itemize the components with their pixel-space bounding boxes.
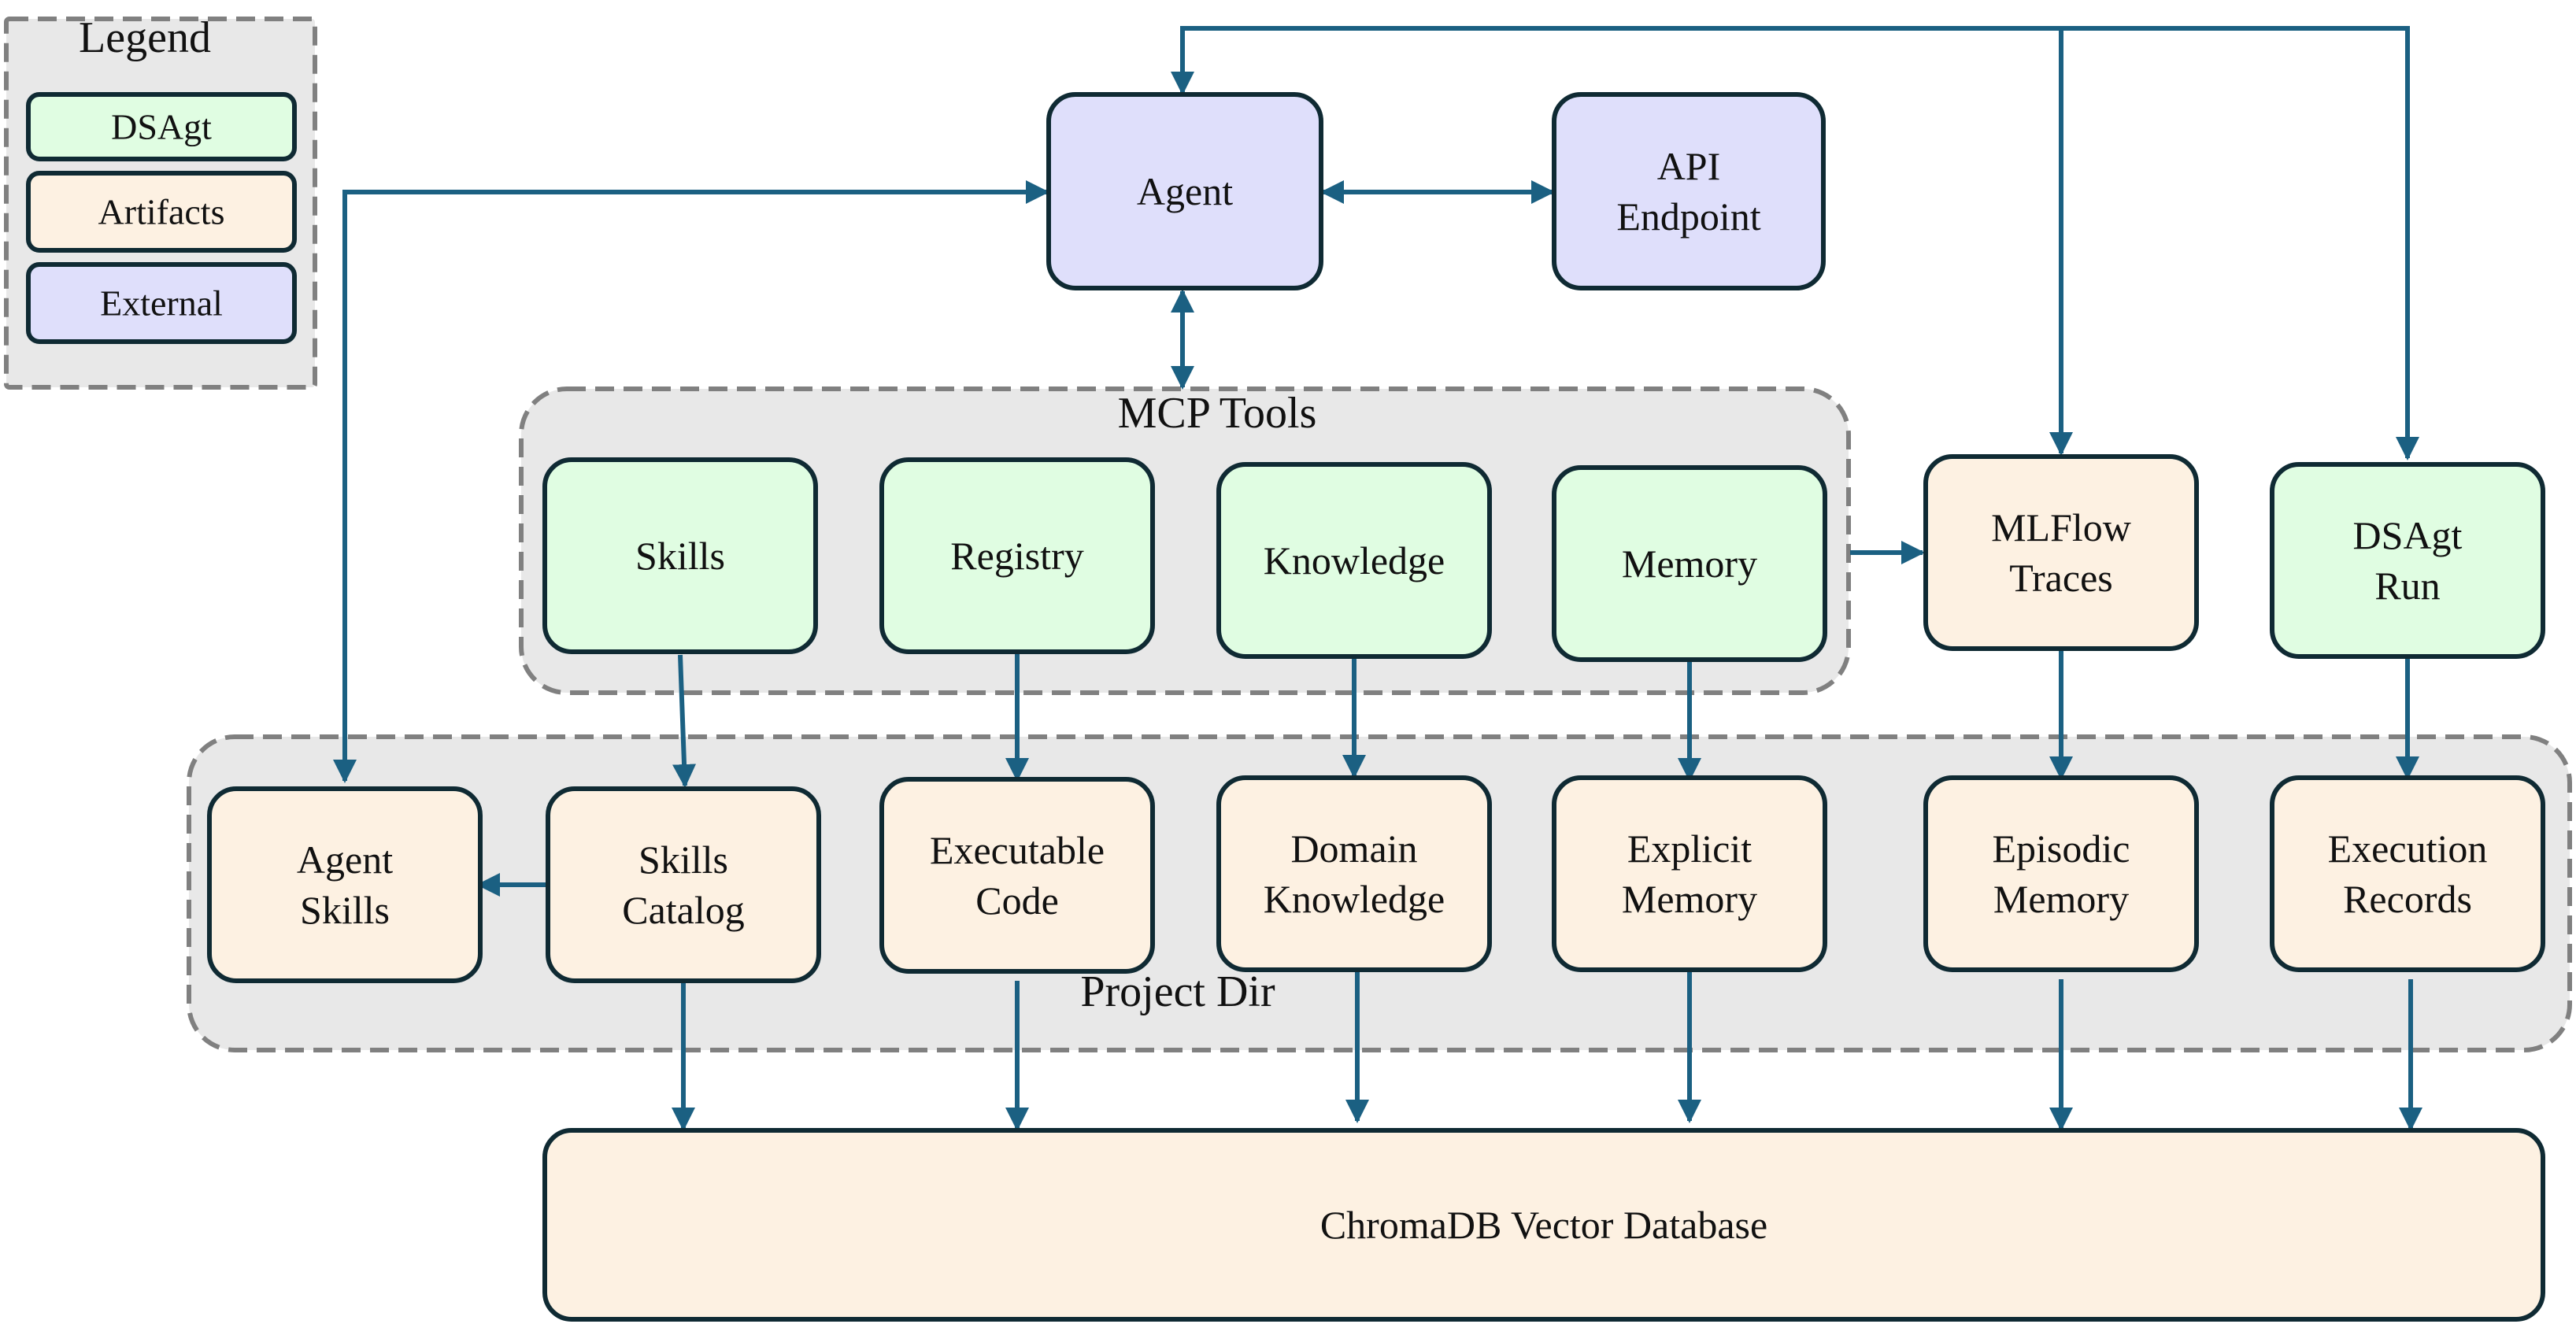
project-dir-title: Project Dir (1080, 967, 1275, 1016)
edge-top-bus-agent-mlflow-dsagt-run (1171, 26, 2419, 460)
node-label-explicit-memory-line-1: Explicit (1627, 827, 1752, 871)
node-label-skills: Skills (635, 534, 725, 578)
node-knowledge: Knowledge (1216, 462, 1492, 659)
node-label-mlflow-traces-line-2: Traces (2009, 556, 2112, 600)
node-box-explicit-memory (1552, 775, 1827, 972)
node-agent: Agent (1046, 92, 1323, 290)
node-box-agent-skills (207, 786, 483, 983)
node-label-domain-knowledge-line-2: Knowledge (1264, 877, 1445, 921)
node-chromadb: ChromaDB Vector Database (542, 1128, 2545, 1322)
legend-item-external: External (26, 262, 297, 344)
node-label-api-endpoint-line-1: API (1657, 144, 1721, 188)
node-registry: Registry (879, 457, 1155, 654)
legend-label-external: External (100, 283, 223, 324)
node-label-episodic-memory-line-2: Memory (1993, 877, 2129, 921)
node-box-executable-code (879, 777, 1155, 974)
node-label-memory: Memory (1622, 542, 1757, 586)
legend-title: Legend (79, 13, 211, 62)
node-label-dsagt-run-line-1: DSAgt (2353, 513, 2463, 557)
node-skills: Skills (542, 457, 818, 654)
node-box-api-endpoint (1552, 92, 1826, 290)
mcp-tools-title: MCP Tools (1118, 389, 1317, 438)
node-label-chromadb: ChromaDB Vector Database (1320, 1203, 1767, 1247)
legend-swatch-external (26, 262, 297, 344)
node-label-api-endpoint-line-2: Endpoint (1616, 194, 1760, 239)
legend-label-dsagt: DSAgt (111, 107, 212, 147)
node-box-mlflow-traces (1923, 454, 2199, 651)
node-box-execution-records (2270, 775, 2545, 972)
node-label-registry: Registry (950, 534, 1083, 578)
node-box-dsagt-run (2270, 462, 2545, 659)
node-label-agent-skills-line-2: Skills (300, 888, 390, 932)
node-label-skills-catalog-line-2: Catalog (622, 888, 745, 932)
node-box-registry (879, 457, 1155, 654)
node-label-execution-records-line-2: Records (2343, 877, 2472, 921)
node-box-skills (542, 457, 818, 654)
legend-swatch-artifacts (26, 171, 297, 253)
node-box-domain-knowledge (1216, 775, 1492, 972)
node-box-skills-catalog (546, 786, 821, 983)
node-label-executable-code-line-1: Executable (930, 828, 1105, 872)
node-label-agent-skills-line-1: Agent (297, 838, 393, 882)
legend-label-artifacts: Artifacts (98, 192, 225, 232)
node-box-knowledge (1216, 462, 1492, 659)
node-box-episodic-memory (1923, 775, 2199, 972)
legend-swatch-dsagt (26, 92, 297, 161)
node-label-knowledge: Knowledge (1264, 538, 1445, 582)
node-label-episodic-memory-line-1: Episodic (1993, 827, 2130, 871)
node-label-explicit-memory-line-2: Memory (1622, 877, 1757, 921)
node-label-dsagt-run-line-2: Run (2374, 564, 2440, 608)
node-label-domain-knowledge-line-1: Domain (1290, 827, 1417, 871)
node-box-chromadb (542, 1128, 2545, 1322)
node-label-execution-records-line-1: Execution (2328, 827, 2488, 871)
node-box-agent (1046, 92, 1323, 290)
node-label-executable-code-line-2: Code (975, 878, 1059, 923)
node-label-skills-catalog-line-1: Skills (638, 838, 728, 882)
edges-layer (333, 26, 2422, 1131)
edge-skills-skills-catalog (672, 654, 697, 788)
node-api-endpoint: API Endpoint (1552, 92, 1826, 290)
node-box-memory (1552, 465, 1827, 662)
node-memory: Memory (1552, 465, 1827, 662)
edge-agent-skills-agent (333, 180, 1049, 783)
legend-item-artifacts: Artifacts (26, 171, 297, 253)
node-label-agent: Agent (1137, 169, 1233, 213)
node-label-mlflow-traces-line-1: MLFlow (1991, 505, 2131, 549)
legend-item-dsagt: DSAgt (26, 92, 297, 161)
